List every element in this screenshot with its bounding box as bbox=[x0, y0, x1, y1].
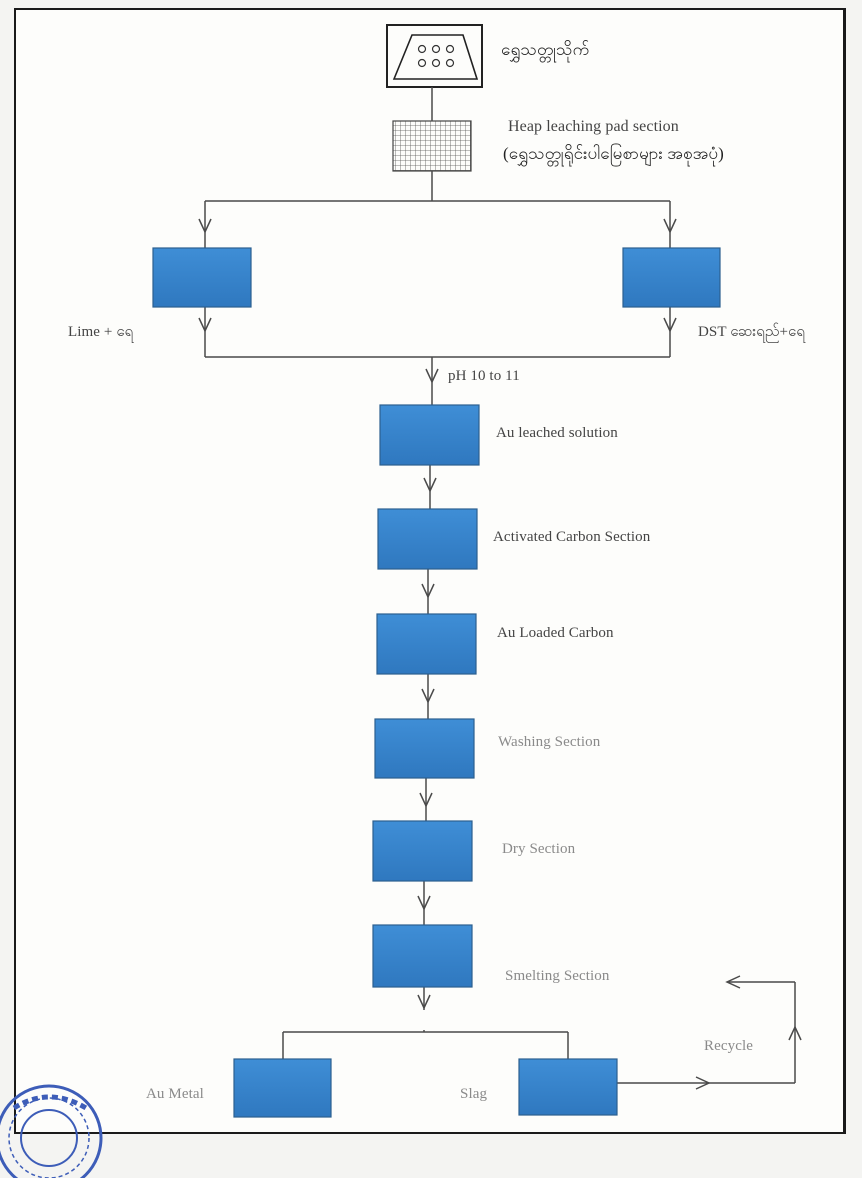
slag-label: Slag bbox=[460, 1086, 488, 1102]
dry-label: Dry Section bbox=[502, 841, 576, 857]
activated-carbon-label: Activated Carbon Section bbox=[493, 529, 651, 545]
au-leached-box bbox=[379, 404, 480, 466]
au-loaded-carbon-box bbox=[376, 613, 477, 675]
au-metal-box bbox=[233, 1058, 332, 1118]
slag-box bbox=[518, 1058, 618, 1116]
official-stamp-icon bbox=[0, 1084, 103, 1178]
left-process-box bbox=[152, 247, 252, 308]
heap-pad-title: Heap leaching pad section bbox=[508, 118, 679, 135]
right-process-box bbox=[622, 247, 721, 308]
smelting-box bbox=[372, 924, 473, 988]
activated-carbon-box bbox=[377, 508, 478, 570]
dst-solution-label: DST ဆေးရည်+ရေ bbox=[698, 324, 805, 340]
connector-lines bbox=[204, 87, 796, 1084]
arrowheads bbox=[198, 218, 802, 1090]
washing-label: Washing Section bbox=[498, 734, 601, 750]
au-leached-label: Au leached solution bbox=[496, 425, 618, 441]
dry-box bbox=[372, 820, 473, 882]
washing-box bbox=[374, 718, 475, 779]
smelting-label: Smelting Section bbox=[505, 968, 610, 984]
ore-deposit-label: ရွှေသတ္တုသိုက် bbox=[501, 40, 590, 59]
ph-label: pH 10 to 11 bbox=[448, 368, 520, 384]
lime-water-label: Lime + ရေ bbox=[68, 324, 134, 340]
flowchart bbox=[152, 24, 802, 1118]
heap-pad-subtitle: (ရွှေသတ္တုရိုင်းပါမြေစာများ အစုအပုံ) bbox=[503, 144, 724, 163]
ore-truck-icon bbox=[386, 24, 483, 88]
recycle-label: Recycle bbox=[704, 1038, 754, 1054]
au-loaded-carbon-label: Au Loaded Carbon bbox=[497, 625, 614, 641]
au-metal-label: Au Metal bbox=[146, 1086, 204, 1102]
heap-pad-grid bbox=[392, 120, 472, 172]
